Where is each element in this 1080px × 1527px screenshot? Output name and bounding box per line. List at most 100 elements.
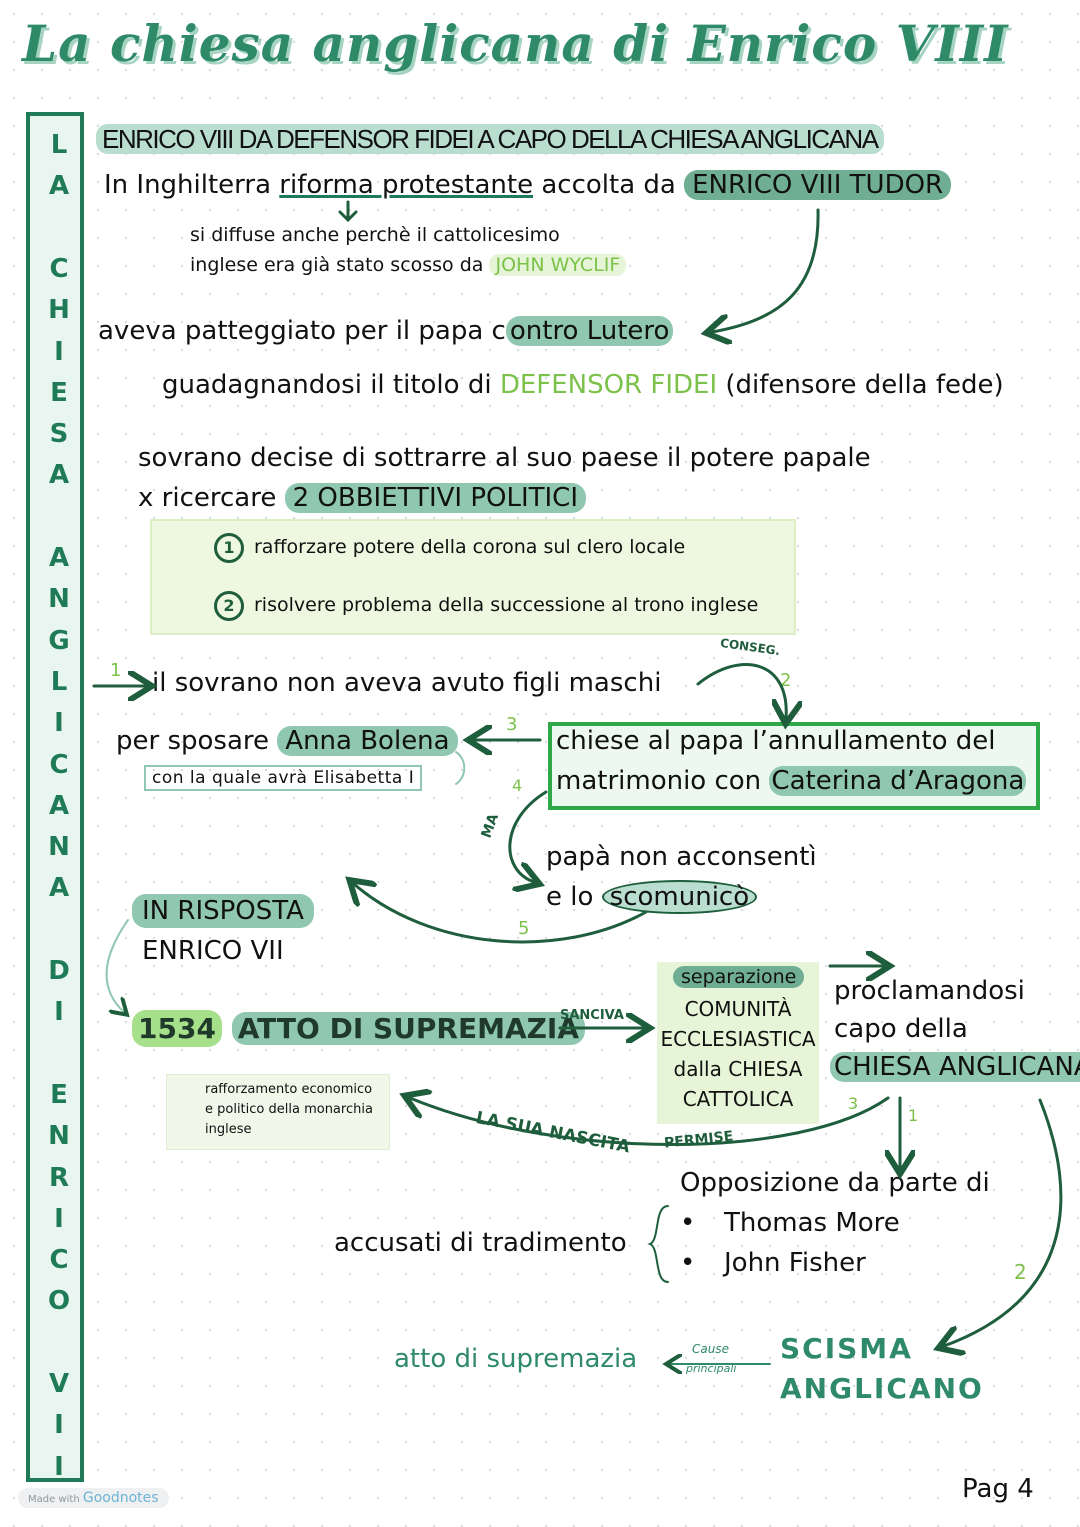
sidebar-letter: I — [54, 336, 64, 367]
rafforzamento-line-2: e politico della monarchia — [205, 1102, 373, 1117]
opposizione-bullet-2: • — [680, 1248, 696, 1278]
sidebar-letter: E — [50, 1079, 68, 1110]
cause-label: Cause — [692, 1342, 729, 1356]
opposizione-bullet-1: • — [680, 1208, 696, 1238]
arrow-to-scisma — [944, 1098, 1063, 1346]
sidebar-letter: V — [48, 1369, 70, 1399]
footer-made: Made with — [28, 1494, 80, 1505]
sovrano-line-2-pre: x ricercare — [138, 483, 277, 513]
nascita-number-1: 1 — [908, 1106, 919, 1125]
flow-number-3: 3 — [506, 714, 518, 735]
sovrano-line-1: sovrano decise di sottrarre al suo paese… — [138, 443, 871, 473]
flow-number-2: 2 — [780, 670, 792, 691]
papa-line-1: papà non acconsentì — [546, 842, 817, 872]
sidebar-letter: N — [48, 584, 70, 615]
patteggiato-lutero: ontro Lutero — [505, 316, 674, 346]
flow-number-4: 4 — [512, 776, 523, 795]
proclamandosi-line-3: CHIESA ANGLICANA — [830, 1052, 1080, 1082]
intro-mid: accolta da — [533, 170, 676, 200]
sposare-pre: per sposare — [116, 726, 278, 756]
annul-line-2-pre: matrimonio con — [556, 766, 770, 796]
sposare-line: per sposare Anna Bolena — [116, 726, 458, 756]
wyclif-label: JOHN WYCLIF — [489, 254, 627, 276]
sidebar-letter: A — [48, 460, 70, 491]
sidebar-letter: C — [49, 749, 69, 780]
sidebar-letter: G — [48, 625, 70, 656]
intro-line: In Inghilterra riforma protestante accol… — [104, 170, 952, 200]
section-subtitle: ENRICO VIII DA DEFENSOR FIDEI A CAPO DEL… — [96, 124, 884, 155]
diffusion-line-2-text: inglese era già stato scosso da — [190, 254, 484, 276]
arrow-nascita-permise — [410, 1098, 890, 1146]
diffusion-line-2: inglese era già stato scosso da JOHN WYC… — [190, 254, 627, 276]
nascita-number-3: 3 — [848, 1094, 859, 1113]
separazione-title: separazione — [673, 966, 805, 988]
titolo-post: (difensore della fede) — [717, 370, 1004, 400]
goal-2: 2 risolvere problema della successione al… — [214, 591, 758, 621]
scomunico-label: scomunicò — [601, 880, 758, 914]
scisma-line-2: ANGLICANO — [780, 1372, 984, 1405]
goodnotes-badge: Made with Goodnotes — [18, 1488, 169, 1508]
papa-line-2: e lo scomunicò — [546, 880, 758, 914]
opposizione-title: Opposizione da parte di — [680, 1168, 990, 1198]
accusati-line: accusati di tradimento — [334, 1228, 627, 1258]
anna-bolena: Anna Bolena — [277, 726, 458, 756]
sidebar-letter: H — [48, 295, 70, 326]
figli-line: il sovrano non aveva avuto figli maschi — [152, 668, 662, 698]
goal-1-text: rafforzare potere della corona sul clero… — [254, 536, 686, 558]
arrow-risposta-to-atto — [105, 919, 128, 1012]
risposta-label: IN RISPOSTA — [132, 894, 314, 928]
rafforzamento-line-3: inglese — [205, 1122, 252, 1137]
opposizione-name-1: Thomas More — [724, 1208, 900, 1238]
sidebar-letter: A — [48, 873, 70, 904]
arrow-enrico-to-patteggiato — [712, 208, 820, 332]
rafforzamento-line-1: rafforzamento economico — [205, 1082, 373, 1097]
rafforzamento-note: rafforzamento economico e politico della… — [166, 1074, 390, 1150]
separazione-lines: COMUNITÀ ECCLESIASTICA dalla CHIESA CATT… — [657, 994, 819, 1114]
flow-number-5: 5 — [518, 918, 530, 939]
intro-enrico: ENRICO VIII TUDOR — [684, 170, 952, 200]
nascita-number-2: 2 — [1014, 1260, 1027, 1284]
arrow-flow-5 — [354, 884, 648, 944]
atto-name: ATTO DI SUPREMAZIA — [231, 1012, 586, 1045]
annul-line-2: matrimonio con Caterina d’Aragona — [556, 766, 1027, 796]
diffusion-line-1: si diffuse anche perchè il cattolicesimo — [190, 224, 560, 246]
arrow-conseg — [696, 663, 786, 718]
obiettivi-label: 2 OBBIETTIVI POLITICI — [284, 483, 586, 513]
footer-brand: Goodnotes — [82, 1490, 159, 1506]
sidebar-letter: I — [54, 1410, 64, 1441]
patteggiato-pre: aveva patteggiato per il papa c — [98, 316, 506, 346]
separazione-line-2: ECCLESIASTICA — [660, 1027, 816, 1051]
page-title: La chiesa anglicana di Enrico VIII — [22, 14, 1009, 73]
titolo-line: guadagnandosi il titolo di DEFENSOR FIDE… — [162, 370, 1004, 400]
proclamandosi-line-1: proclamandosi — [834, 976, 1025, 1006]
caterina-aragona: Caterina d’Aragona — [769, 766, 1027, 796]
goal-number-2: 2 — [214, 591, 244, 621]
titolo-pre: guadagnandosi il titolo di — [162, 370, 500, 400]
risposta-line-2: ENRICO VII — [142, 936, 284, 966]
sidebar-letter: S — [49, 419, 69, 450]
separazione-box: separazione COMUNITÀ ECCLESIASTICA dalla… — [657, 962, 819, 1124]
scisma-atto: atto di supremazia — [394, 1344, 638, 1374]
sidebar-letter: O — [47, 1286, 71, 1317]
opposizione-name-2: John Fisher — [724, 1248, 866, 1278]
intro-riforma: riforma protestante — [279, 170, 534, 200]
scisma-line-1: SCISMA — [780, 1332, 913, 1365]
sidebar-letter: R — [48, 1162, 70, 1193]
sidebar-letter: I — [54, 997, 64, 1028]
sidebar-letter: L — [50, 666, 68, 697]
arrow-riforma-down — [338, 200, 358, 223]
sidebar-letter: E — [50, 377, 68, 408]
subtitle-text: ENRICO VIII DA DEFENSOR FIDEI A CAPO DEL… — [96, 124, 884, 154]
goal-2-text: risolvere problema della successione al … — [254, 594, 759, 616]
sidebar-letter: N — [48, 832, 70, 863]
sidebar-letter: C — [49, 253, 69, 284]
page-number: Pag 4 — [962, 1474, 1034, 1504]
flow-number-1: 1 — [110, 660, 122, 681]
arrow-flow-4 — [508, 790, 548, 882]
papa-line-2-pre: e lo — [546, 882, 602, 912]
